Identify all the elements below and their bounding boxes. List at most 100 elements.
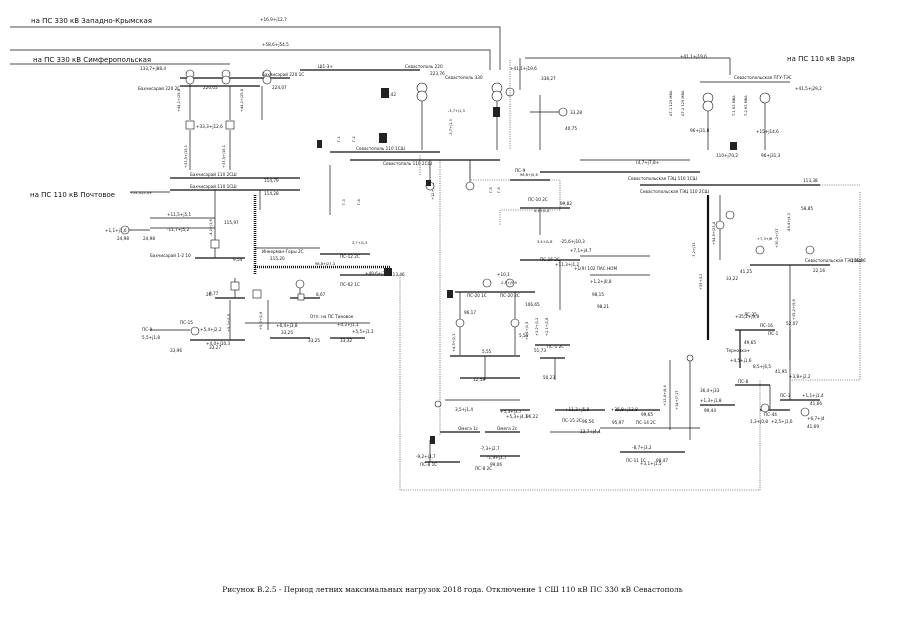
svg-text:8,5+j6,5: 8,5+j6,5 (753, 364, 771, 369)
transformer-icon (491, 90, 503, 102)
node-label: ПС-14 2С (636, 420, 656, 425)
node-label: Севастополь 220 (405, 64, 443, 69)
lower-network: 3,5+j1,4 +5,3+j3,7 +5,3+j4,1 96,22 Омега… (416, 360, 700, 471)
flow-label: 115,20 (270, 256, 285, 261)
flow-label: 41,69 (807, 424, 819, 429)
svg-text:+5,4+j2,2: +5,4+j2,2 (200, 327, 222, 332)
flow-label: -25,6+j10,3 (560, 239, 585, 244)
svg-text:-3,7+j1,3: -3,7+j1,3 (448, 109, 465, 113)
flow-label: 41,25 (740, 269, 752, 274)
flow-label: 133,7+j88,4 (140, 66, 166, 71)
reactor-icon (317, 140, 322, 148)
svg-text:-1,9+j3,7: -1,9+j3,7 (487, 455, 507, 460)
svg-text:+5,3+j4,1: +5,3+j4,1 (506, 414, 528, 419)
svg-text:40,75: 40,75 (565, 126, 577, 131)
svg-text:-2,5+j5,9: -2,5+j5,9 (500, 281, 517, 285)
generator-icon (434, 400, 442, 408)
transformer-icon (416, 90, 428, 102)
svg-text:+6,7+j4: +6,7+j4 (807, 416, 825, 421)
node-label: ПС-11 1С (626, 458, 646, 463)
tr-label: АТ-1 125 МВА (669, 90, 673, 116)
svg-text:33,25: 33,25 (281, 330, 293, 335)
node-label: ПС-15 2С (562, 418, 582, 423)
gen-label: Г-2 (352, 136, 356, 142)
svg-text:99,82: 99,82 (560, 201, 572, 206)
svg-text:+44,1+j25,8: +44,1+j25,8 (177, 88, 181, 112)
svg-text:+5,3+j3,7: +5,3+j3,7 (500, 409, 522, 414)
reactor-icon (430, 436, 435, 444)
right-lower: +35,2+j9,8 ПС-16 ПС-1 ЛС-25 49,65 Тернов… (700, 312, 825, 429)
flow-label: 24,98 (143, 236, 155, 241)
svg-text:58,85: 58,85 (801, 206, 813, 211)
node-label: Севастопольская ТЭЦ 110 1СШ (628, 176, 698, 181)
svg-text:98,8+j27,3: 98,8+j27,3 (315, 262, 335, 266)
transformer-icon (510, 318, 520, 328)
svg-text:+3,8+j2,2: +3,8+j2,2 (789, 374, 811, 379)
svg-text:+2,5+j1,6: +2,5+j1,6 (771, 419, 793, 424)
feeder-label-west: на ПС 330 кВ Западно-Крымская (31, 17, 152, 25)
node-label: Бахчисарай 110 1СШ (190, 184, 237, 189)
flow-label: 33,28 (570, 110, 582, 115)
transformer-icon (185, 75, 195, 85)
svg-text:41,66: 41,66 (810, 401, 822, 406)
svg-text:96,8+j0,6: 96,8+j0,6 (520, 173, 538, 177)
svg-text:96+j31,3: 96+j31,3 (761, 153, 781, 158)
svg-text:50,23: 50,23 (543, 375, 555, 380)
flow-label: -9,2+j3,7 (416, 454, 436, 459)
svg-text:+5,3+j1,6: +5,3+j1,6 (259, 311, 263, 330)
flow-label: 99,06 (490, 462, 502, 467)
gen-label: Г-1 (337, 136, 341, 142)
generator-icon (760, 403, 770, 413)
flow-label: +1,3+j1,8 (700, 398, 722, 403)
generator-icon (465, 181, 475, 191)
zarya-area: Севастопольская ПГУ-ТЭС +41,5+j29,2 АТ-1… (669, 75, 822, 158)
svg-text:51,73: 51,73 (534, 348, 546, 353)
node-label: Бахчисарай 1-2 10 (150, 253, 191, 258)
flow-label: 33,32 (340, 338, 352, 343)
center-substations: ПС-9 96,8+j0,6 ПС-10 2С 99,82 4,4+j1,6 3… (450, 168, 650, 382)
svg-text:+24,4-j5,4+: +24,4-j5,4+ (130, 191, 152, 195)
flow-label: 35,42 (384, 92, 396, 97)
flow-label: 33,25 (308, 338, 320, 343)
feeder-label-simf: на ПС 330 кВ Симферопольская (33, 56, 151, 64)
flow-label: 113,38 (803, 178, 818, 183)
svg-text:+1,2+j1,2: +1,2+j1,2 (535, 318, 539, 336)
svg-text:95,97: 95,97 (612, 420, 624, 425)
svg-text:5,5+j1,8: 5,5+j1,8 (142, 335, 160, 340)
feeder-label-zarya: на ПС 110 кВ Заря (787, 55, 855, 63)
reactor-icon (493, 107, 500, 117)
transformer-icon (262, 75, 272, 85)
svg-text:99,65: 99,65 (641, 412, 653, 417)
svg-text:-49,4+j4,3: -49,4+j4,3 (787, 213, 791, 232)
node-label: Севастопольская ТЭЦ 10с (805, 258, 863, 263)
svg-text:+3,1+j1,5: +3,1+j1,5 (640, 461, 662, 466)
svg-text:ПС-15: ПС-15 (180, 320, 193, 325)
transformer-icon (505, 278, 515, 288)
breaker-icon (230, 281, 240, 291)
svg-text:Терновка+: Терновка+ (725, 348, 751, 353)
flow-label: 115,97 (224, 220, 239, 225)
svg-text:+41,1+j19,6: +41,1+j19,6 (680, 54, 707, 59)
transformer-icon (702, 100, 714, 112)
flow-label: 24,98 (117, 236, 129, 241)
svg-text:106,86: 106,86 (851, 258, 866, 263)
flow-label: 8,67 (316, 292, 326, 297)
tr-label: Т-1 63 МВА (732, 95, 736, 117)
svg-text:2С: 2С (206, 292, 212, 297)
flow-label: -11,7+j5,2 (167, 227, 190, 232)
feeder-label-pocht: на ПС 110 кВ Почтовое (30, 191, 115, 199)
generator-icon (715, 220, 725, 230)
svg-text:ПС-3: ПС-3 (780, 393, 791, 398)
svg-text:98,21: 98,21 (597, 304, 609, 309)
node-label: Севастополь 110 1СШ (356, 146, 406, 151)
svg-text:1,3+j0,8: 1,3+j0,8 (750, 419, 768, 424)
flow-label: 220,05 (203, 85, 218, 90)
tr-label: Т-2 63 МВА (744, 95, 748, 117)
svg-text:+54,5+j23,4: +54,5+j23,4 (712, 221, 716, 245)
node-label: ПС-10 2С (528, 197, 548, 202)
flow-label: +41,5+j29,2 (795, 86, 822, 91)
flow-label: +1,1+j1,6 (105, 228, 127, 233)
svg-text:41,95: 41,95 (775, 369, 787, 374)
flow-label: +35,2+j9,8 (735, 314, 759, 319)
svg-text:96,22: 96,22 (526, 414, 538, 419)
